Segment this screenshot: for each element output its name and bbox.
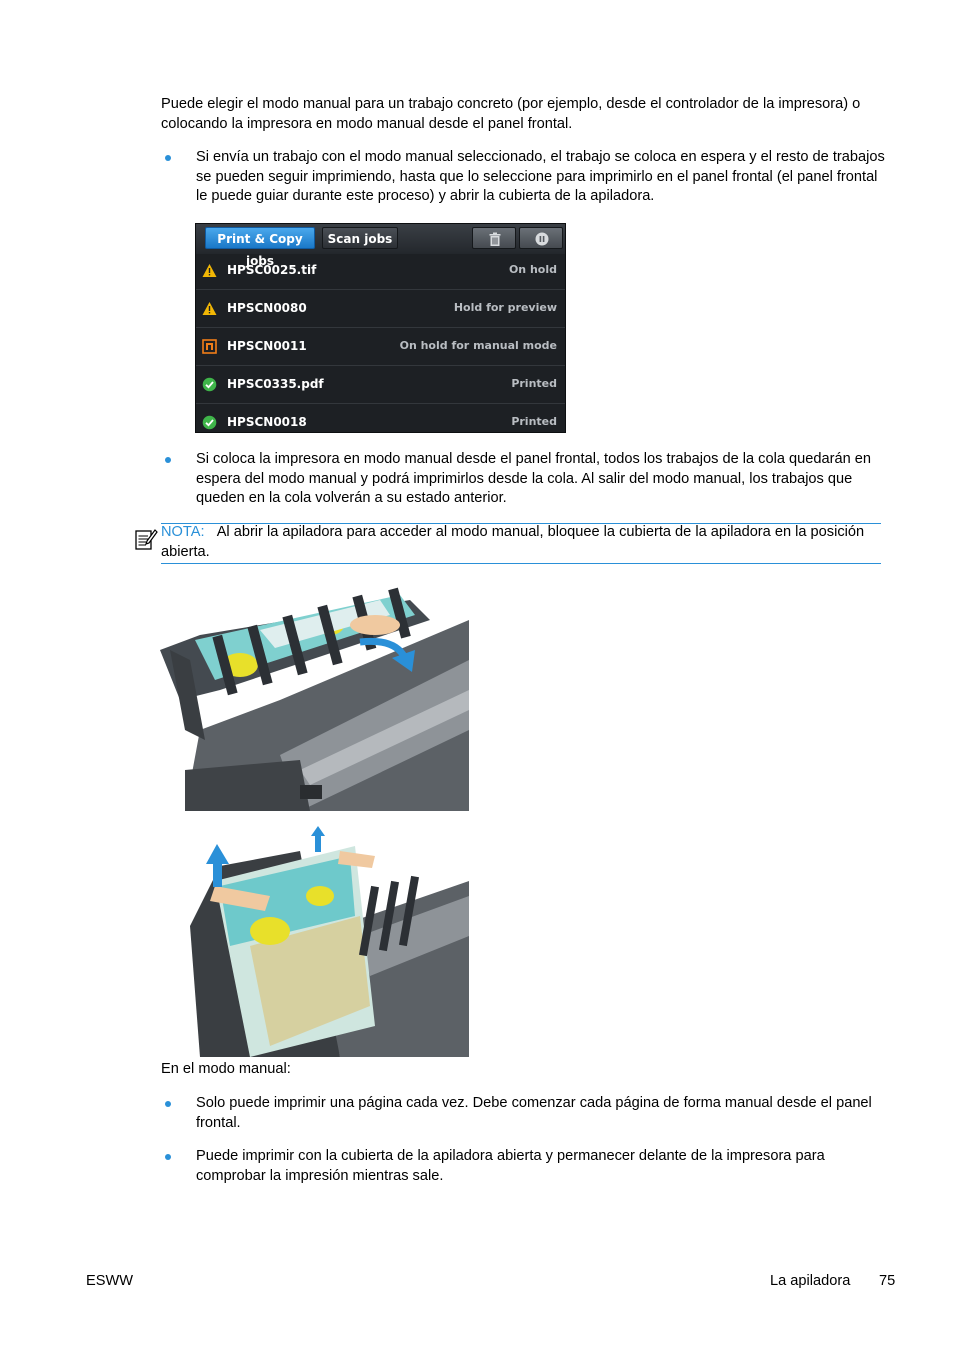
job-row[interactable]: HPSC0335.pdf Printed (196, 366, 565, 404)
check-icon (202, 377, 217, 392)
bullet-marker (165, 457, 171, 463)
stacker-lift-illustration (160, 826, 469, 1057)
job-row[interactable]: HPSCN0080 Hold for preview (196, 290, 565, 328)
note-label: NOTA: (161, 524, 205, 540)
job-name: HPSC0335.pdf (227, 377, 324, 391)
tab-print-copy-jobs[interactable]: Print & Copy jobs (205, 227, 315, 268)
bullet-marker (165, 155, 171, 161)
note-text: Al abrir la apiladora para acceder al mo… (161, 524, 865, 560)
front-panel-screenshot: Print & Copy jobs Scan jobs (195, 223, 566, 433)
warning-icon (202, 302, 217, 315)
job-status: On hold for manual mode (399, 339, 557, 352)
bullet-text-3: Solo puede imprimir una página cada vez.… (196, 1095, 872, 1131)
job-name: HPSCN0011 (227, 339, 307, 353)
warning-icon (202, 264, 217, 277)
job-name: HPSC0025.tif (227, 263, 317, 277)
note-bottom-rule (161, 563, 881, 564)
job-status: Printed (511, 377, 557, 390)
manual-mode-heading: En el modo manual: (161, 1061, 291, 1077)
pause-button[interactable] (519, 227, 563, 249)
page-number: 75 (879, 1273, 896, 1289)
screen-toolbar: Print & Copy jobs Scan jobs (196, 224, 565, 268)
bullet-marker (165, 1101, 171, 1107)
pause-icon (535, 232, 549, 246)
bullet-text-1: Si envía un trabajo con el modo manual s… (196, 149, 885, 204)
note-top-rule (161, 523, 881, 524)
intro-paragraph: Puede elegir el modo manual para un trab… (161, 96, 861, 132)
job-status: On hold (508, 263, 557, 276)
note-icon (135, 529, 158, 550)
job-name: HPSCN0018 (227, 415, 307, 429)
note-block: NOTA: Al abrir la apiladora para acceder… (161, 523, 881, 562)
bullet-marker (165, 1154, 171, 1160)
job-row[interactable]: HPSCN0018 Printed (196, 404, 565, 432)
bullet-text-2: Si coloca la impresora en modo manual de… (196, 451, 871, 506)
footer-left: ESWW (86, 1273, 134, 1289)
tab-scan-jobs[interactable]: Scan jobs (322, 227, 398, 249)
manual-mode-icon (202, 339, 217, 354)
job-row[interactable]: HPSC0025.tif On hold (196, 252, 565, 290)
check-icon (202, 415, 217, 430)
footer-section: La apiladora (770, 1273, 851, 1289)
stacker-open-illustration (160, 580, 469, 811)
bullet-text-4: Puede imprimir con la cubierta de la api… (196, 1148, 825, 1184)
job-name: HPSCN0080 (227, 301, 307, 315)
trash-icon (489, 232, 501, 246)
job-status: Hold for preview (453, 301, 557, 314)
delete-button[interactable] (472, 227, 516, 249)
job-status: Printed (511, 415, 557, 428)
job-row[interactable]: HPSCN0011 On hold for manual mode (196, 328, 565, 366)
